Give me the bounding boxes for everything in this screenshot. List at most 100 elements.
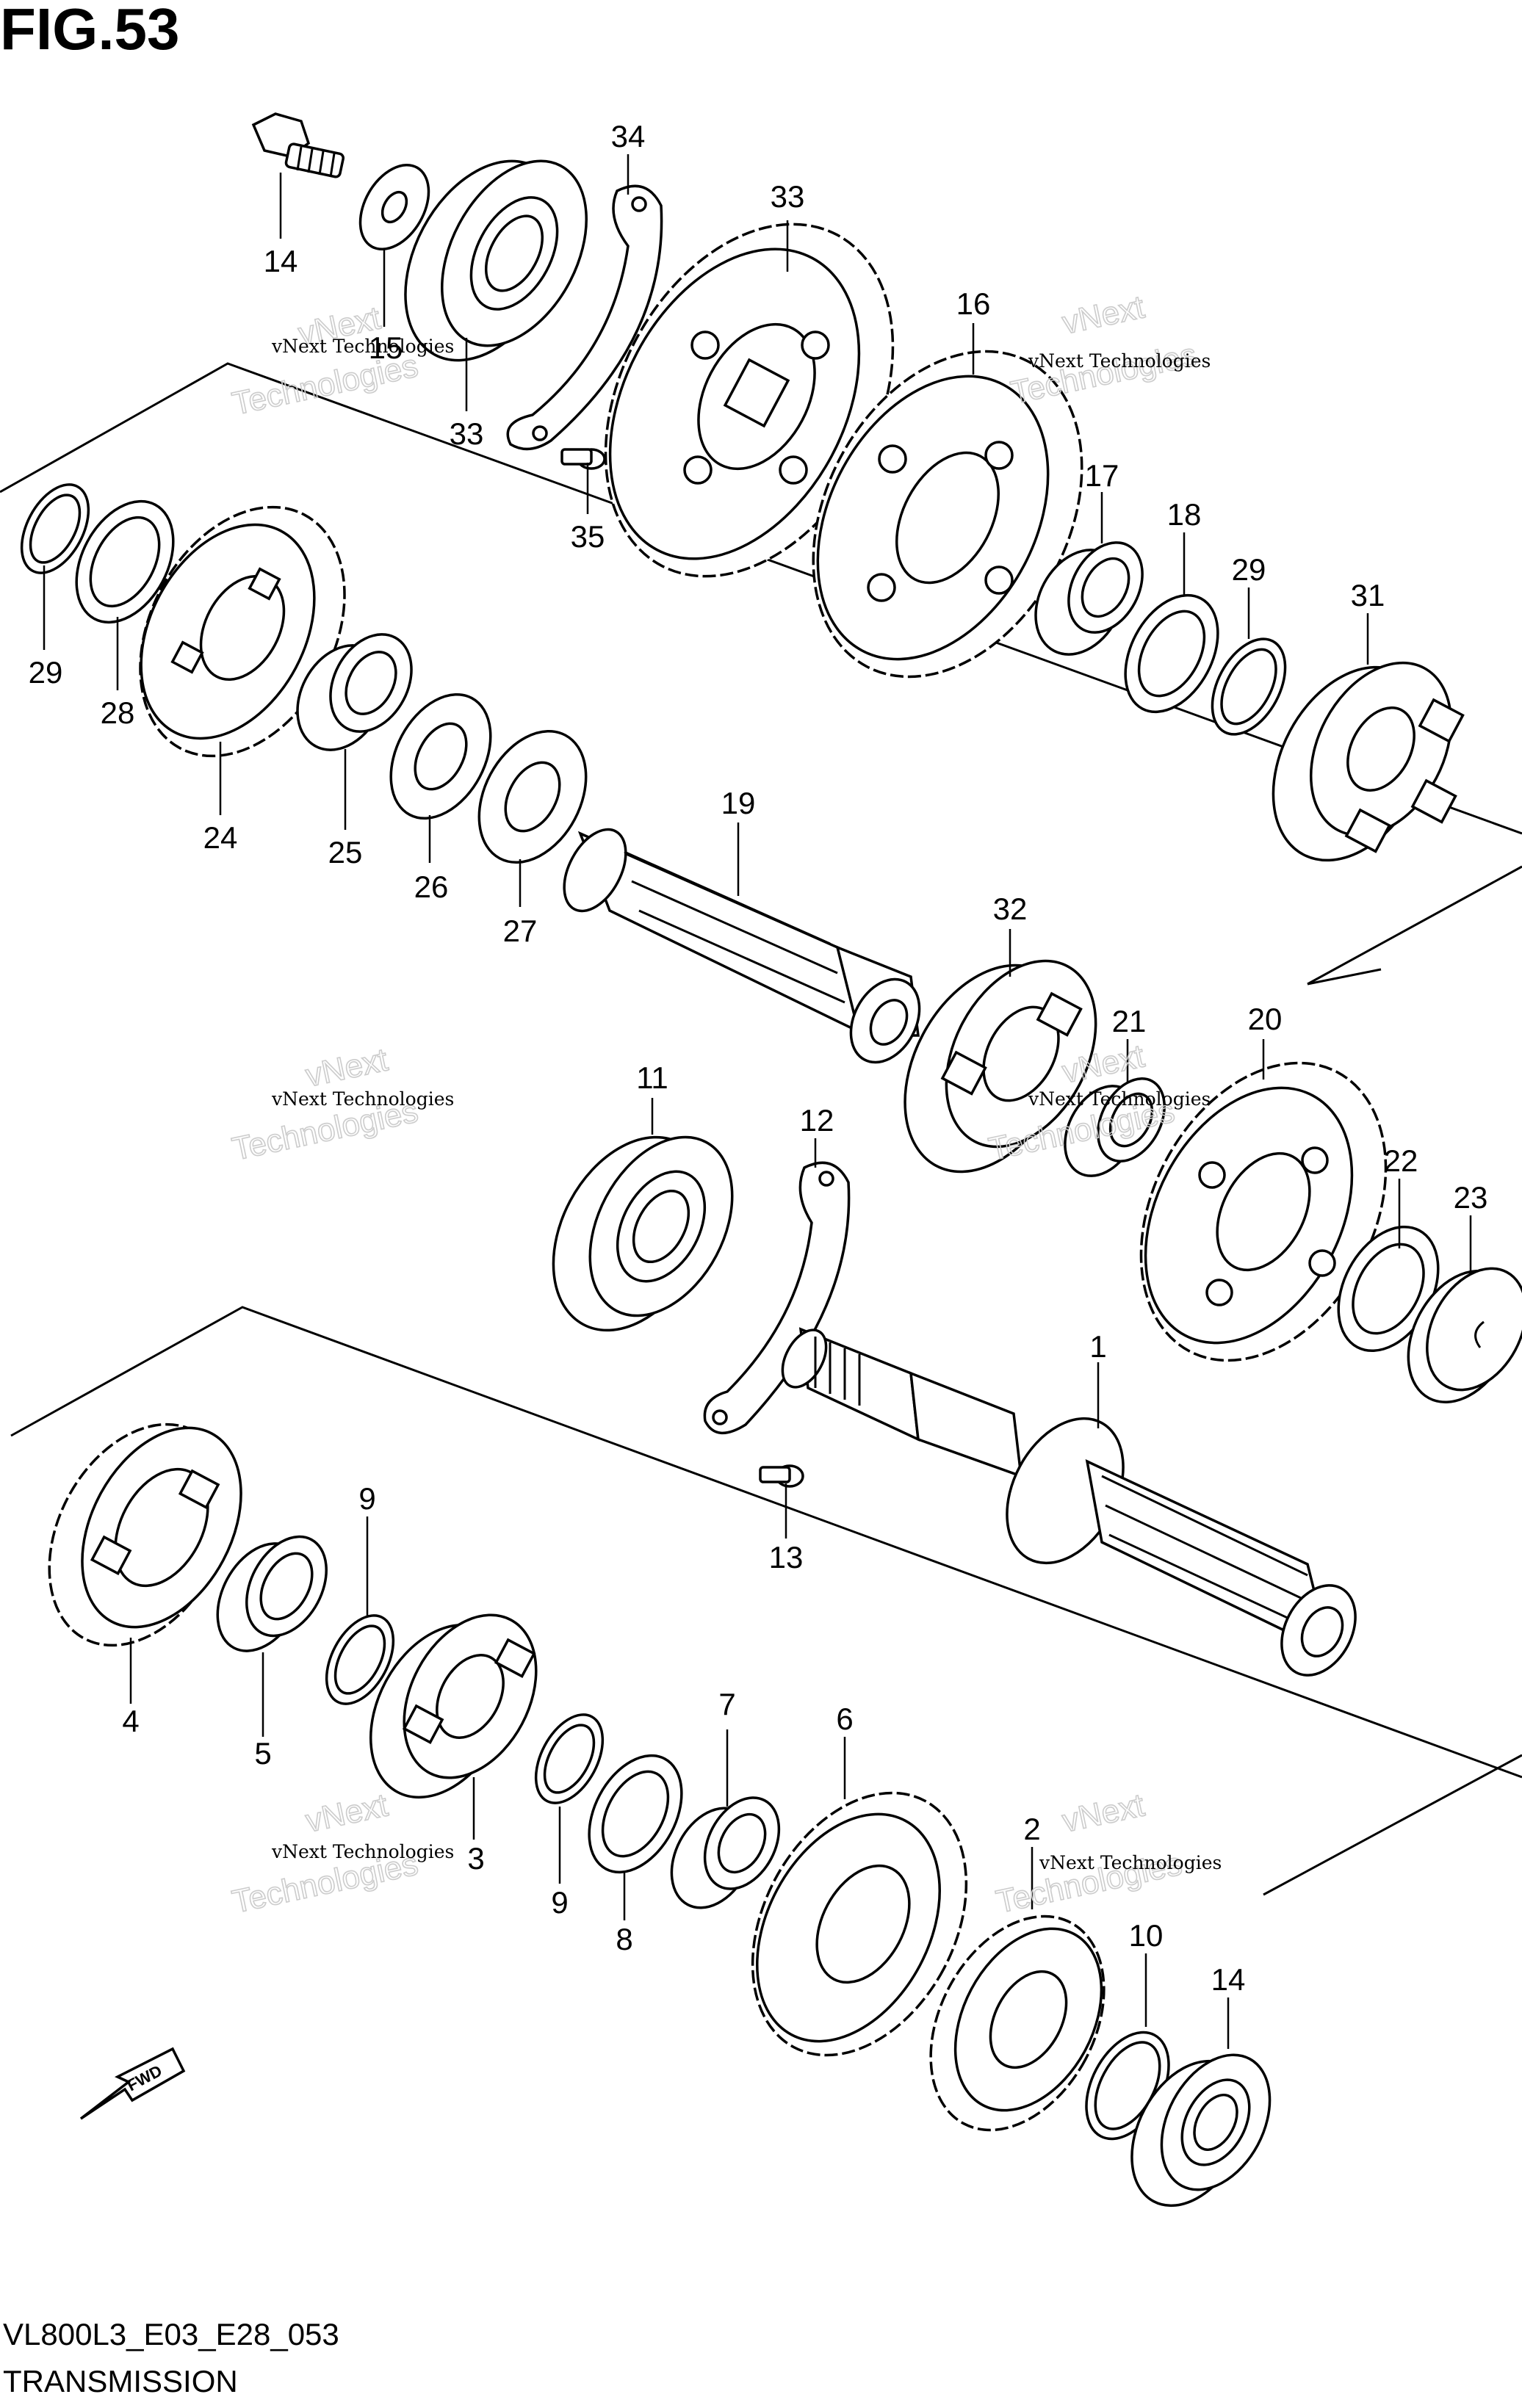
- watermark-bottom: Technologies: [229, 347, 421, 422]
- callout-33: 33: [450, 416, 484, 451]
- callout-9-upper: 9: [358, 1481, 375, 1516]
- callout-5: 5: [254, 1736, 271, 1771]
- frame-edge: [1307, 968, 1382, 986]
- watermark-text: vNext Technologies: [271, 336, 454, 357]
- callout-9-lower: 9: [551, 1885, 568, 1920]
- watermark-top: vNext: [303, 1787, 391, 1839]
- gear-31: [904, 959, 1097, 1174]
- callout-12: 12: [800, 1103, 834, 1138]
- gear-30: [1272, 661, 1465, 862]
- watermark-text: vNext Technologies: [1039, 1852, 1222, 1873]
- callout-26: 26: [414, 869, 449, 904]
- figure-title: FIG.53: [0, 0, 180, 62]
- circlip-29-left: [20, 483, 90, 574]
- callout-21: 20: [1248, 1002, 1283, 1036]
- seal-36: [1407, 1267, 1522, 1404]
- callout-22: 21: [1112, 1004, 1147, 1038]
- callout-13: 13: [769, 1540, 804, 1574]
- bushing-5: [216, 1535, 328, 1652]
- callout-23: 22: [1384, 1143, 1418, 1178]
- mainshaft-1: [781, 1327, 1357, 1677]
- watermark-2: vNext Technologies vNext Technologies: [1007, 289, 1211, 412]
- callout-18: 16: [956, 286, 991, 321]
- callout-24: 24: [203, 820, 238, 855]
- callout-27: 27: [503, 914, 538, 948]
- callout-19: 17: [1085, 458, 1119, 493]
- callout-6: 6: [836, 1702, 853, 1736]
- gear-18: [812, 350, 1083, 679]
- bushing-22: [1064, 1077, 1166, 1177]
- washer-28: [75, 499, 175, 624]
- circlip-9-lower: [534, 1713, 605, 1804]
- callout-31: 32: [993, 892, 1028, 926]
- watermark-top: vNext: [1059, 1787, 1147, 1839]
- retainer-34: [506, 184, 663, 451]
- washer-17: [358, 163, 430, 251]
- watermark-6: vNext Technologies vNext Technologies: [992, 1787, 1222, 1921]
- callout-25: 25: [328, 835, 363, 869]
- bushing-19: [1034, 541, 1144, 656]
- callout-29-right: 29: [1232, 552, 1266, 587]
- callout-15: 19: [721, 786, 756, 820]
- callout-numbers: 14 15 33 34 35 33 16 17 18 29 31 29 28 2…: [29, 119, 1488, 1997]
- fwd-arrow: FWD: [79, 2047, 186, 2120]
- countershaft-frame: [0, 362, 1522, 986]
- diagram-name: TRANSMISSION: [3, 2364, 238, 2398]
- callout-7: 7: [718, 1687, 735, 1721]
- callout-10: 10: [1129, 1918, 1164, 1953]
- circlip-9-upper: [325, 1614, 395, 1705]
- gear-24: [139, 505, 346, 758]
- callout-17: 15: [369, 330, 403, 365]
- gear-21: [1139, 1061, 1388, 1362]
- callout-3: 3: [467, 1841, 484, 1876]
- callout-11: 11: [636, 1060, 668, 1095]
- gear-32: [604, 223, 895, 578]
- washer-20: [1124, 593, 1219, 714]
- callout-14: 14: [1211, 1962, 1246, 1997]
- watermark-top: vNext: [1059, 289, 1147, 341]
- watermark-5: vNext Technologies vNext Technologies: [228, 1787, 454, 1921]
- callout-4: 4: [122, 1704, 139, 1738]
- gear-3: [369, 1613, 538, 1799]
- washer-8: [588, 1754, 683, 1874]
- callout-34: 34: [611, 119, 646, 153]
- gear-4: [48, 1422, 242, 1647]
- watermark-3: vNext Technologies vNext Technologies: [228, 1041, 454, 1168]
- bearing-14: [1130, 2053, 1272, 2208]
- watermark-text: vNext Technologies: [271, 1841, 454, 1862]
- washer-27: [477, 729, 588, 864]
- washer-23: [1337, 1225, 1440, 1353]
- bolt-16: [251, 112, 345, 178]
- callout-28: 28: [101, 695, 135, 730]
- bearing-11: [552, 1135, 734, 1332]
- circlip-29-right: [1211, 637, 1287, 736]
- callout-29-left: 29: [29, 655, 63, 690]
- callout-32: 33: [771, 179, 805, 214]
- retainer-12: [703, 1161, 851, 1435]
- watermark-top: vNext: [303, 1041, 391, 1093]
- callout-30: 31: [1351, 578, 1385, 612]
- watermark-text: vNext Technologies: [271, 1088, 454, 1110]
- gear-2: [929, 1915, 1106, 2132]
- callout-2: 2: [1023, 1812, 1040, 1846]
- bushing-25: [296, 633, 413, 751]
- screw-13: [759, 1464, 804, 1488]
- callout-36: 23: [1454, 1180, 1488, 1215]
- callout-35: 35: [571, 519, 605, 554]
- mainshaft-frame: [10, 1306, 1522, 1896]
- callout-8: 8: [616, 1922, 632, 1956]
- bushing-7: [670, 1796, 781, 1909]
- washer-26: [389, 693, 492, 820]
- callout-1: 1: [1089, 1329, 1106, 1364]
- leader-lines: [43, 154, 1472, 2049]
- diagram-code: VL800L3_E03_E28_053: [3, 2317, 339, 2351]
- gear-6: [751, 1791, 968, 2057]
- screw-35: [560, 448, 606, 470]
- watermark-text: vNext Technologies: [1028, 1088, 1211, 1110]
- countershaft-15: [563, 828, 921, 1064]
- bearing-33: [404, 159, 588, 362]
- callout-16: 14: [264, 244, 298, 278]
- callout-20: 18: [1167, 497, 1202, 532]
- watermark-text: vNext Technologies: [1028, 350, 1211, 372]
